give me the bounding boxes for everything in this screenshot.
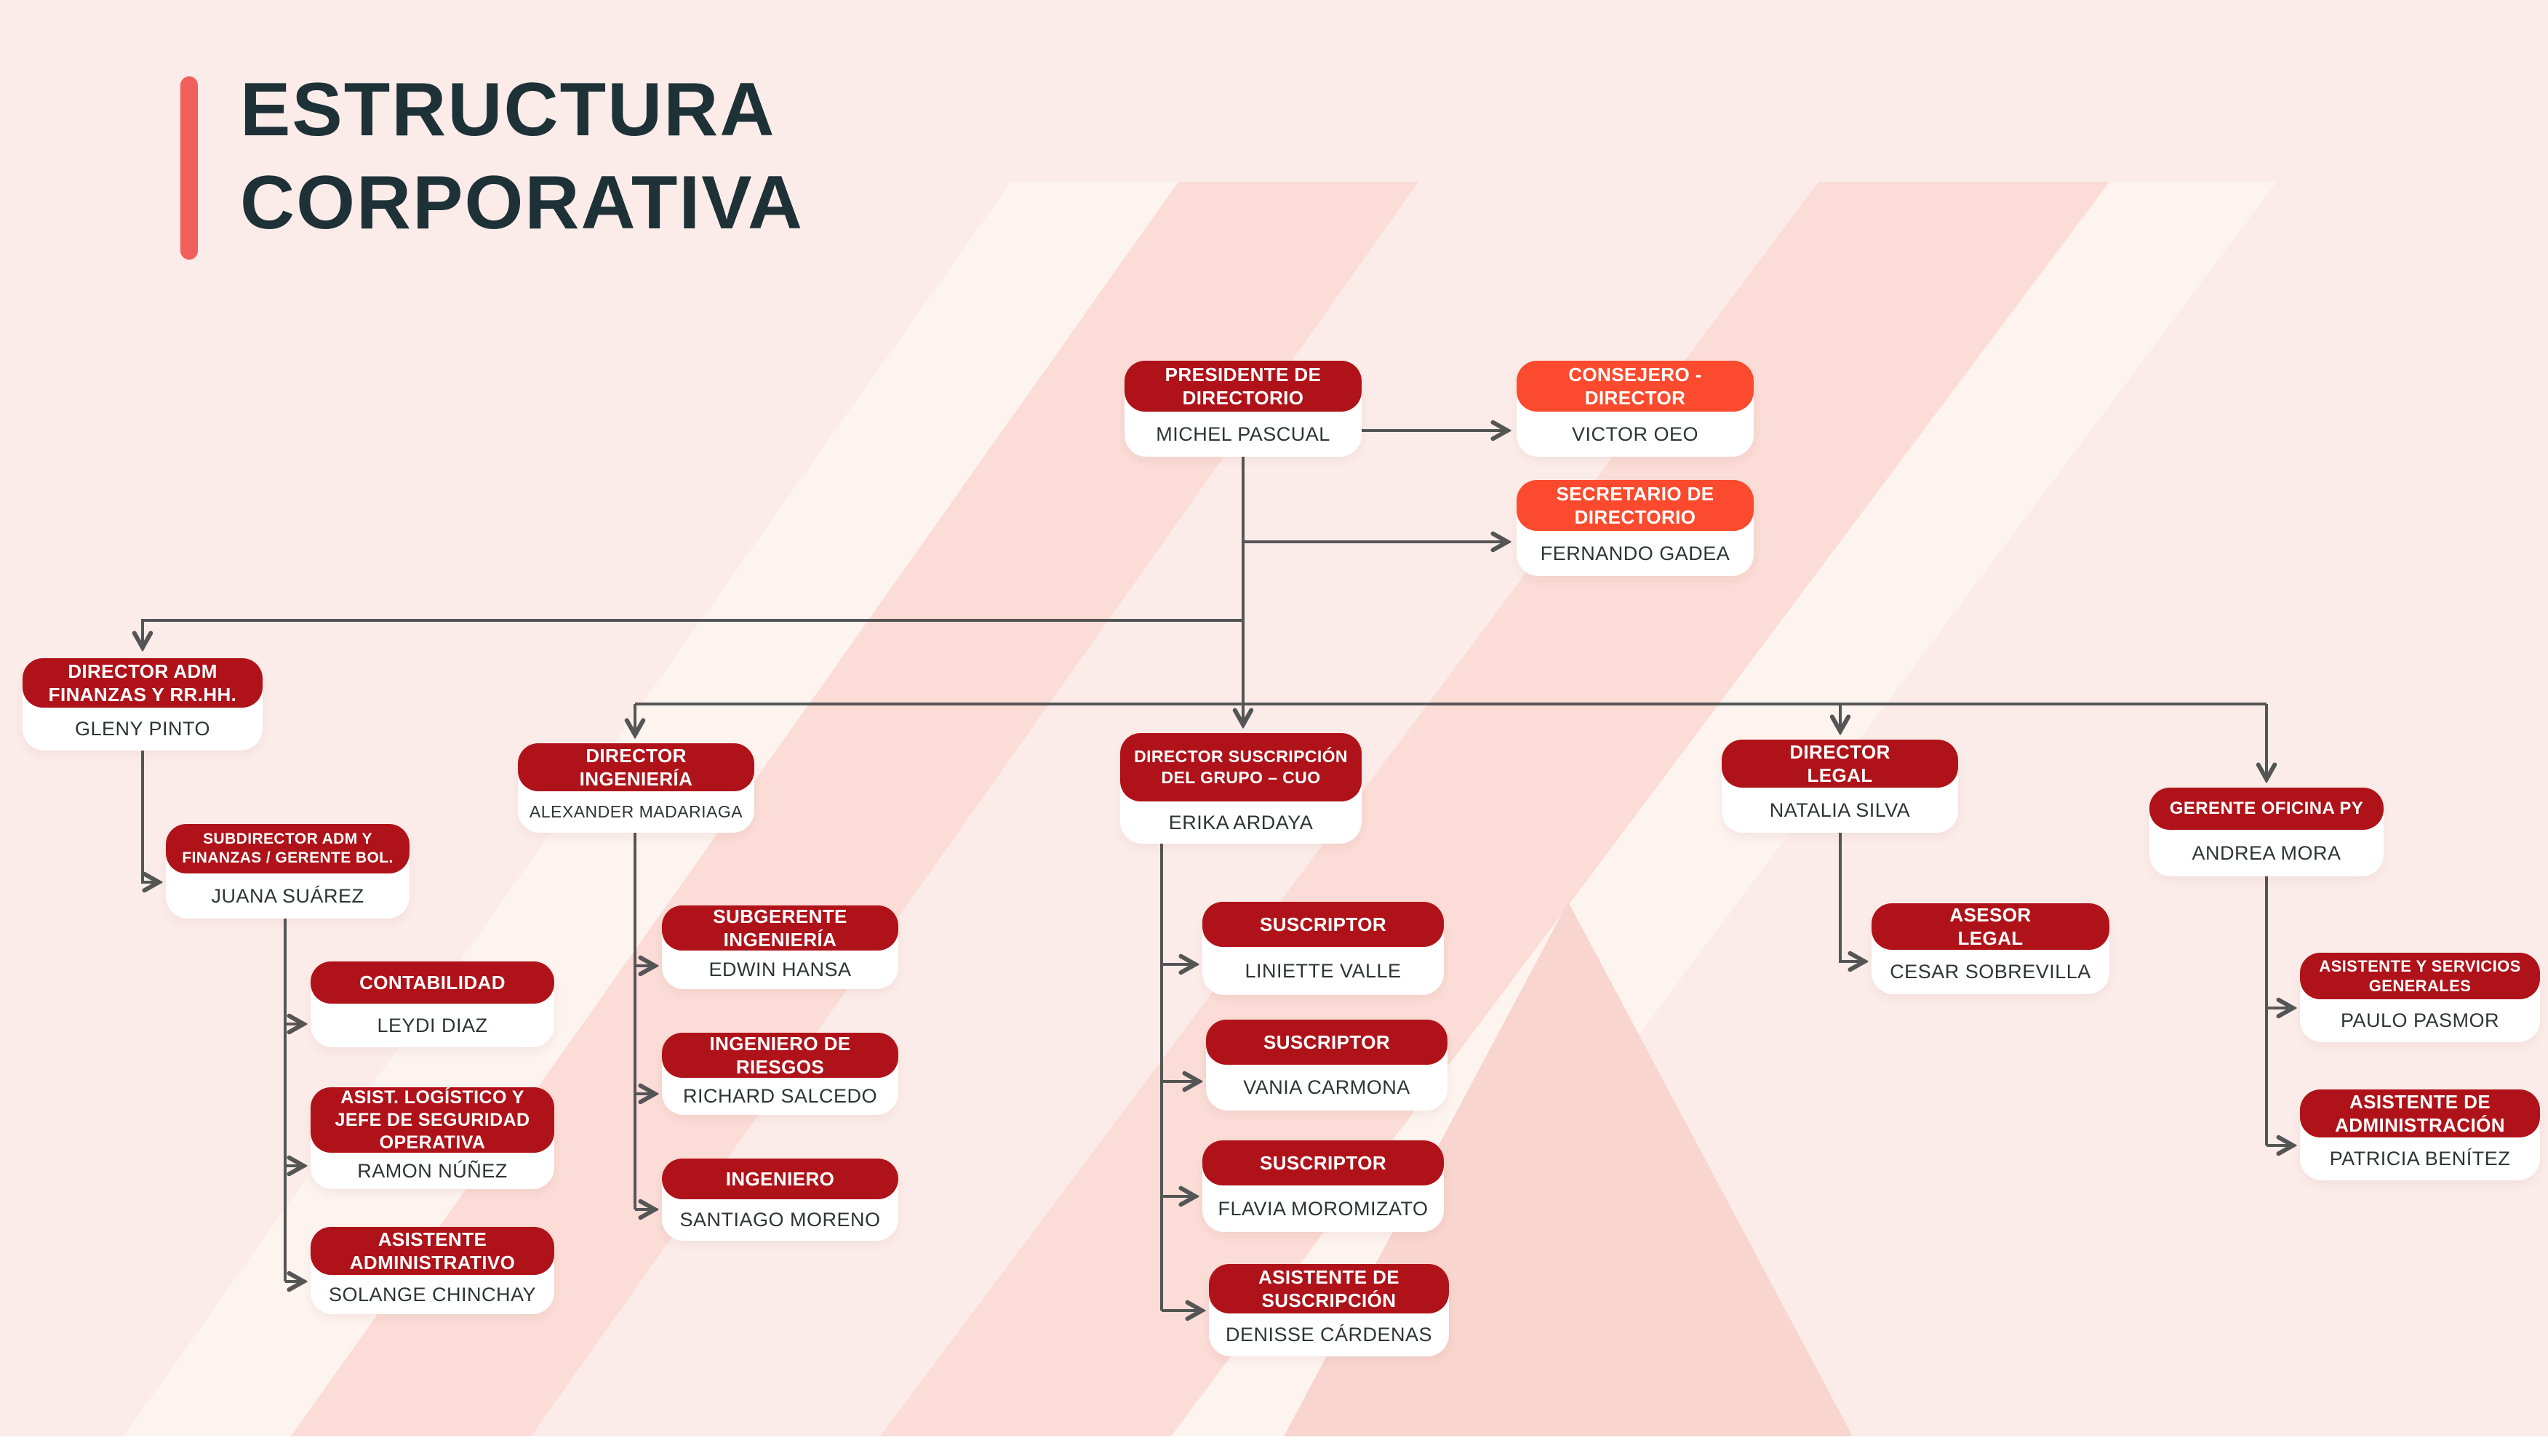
person-name: ERIKA ARDAYA <box>1168 811 1314 833</box>
person-name: JUANA SUÁREZ <box>211 884 364 907</box>
role-pill: DIRECTOR SUSCRIPCIÓN DEL GRUPO – CUO <box>1120 733 1362 801</box>
person-name: EDWIN HANSA <box>708 959 852 980</box>
org-node-dir-legal: DIRECTOR LEGAL NATALIA SILVA <box>1722 740 1958 833</box>
title-accent-bar <box>180 76 198 260</box>
org-node-suscriptor1: SUSCRIPTOR LINIETTE VALLE <box>1202 902 1444 995</box>
role-pill: SUSCRIPTOR <box>1206 1020 1447 1065</box>
person-name: SOLANGE CHINCHAY <box>328 1283 537 1305</box>
person-name: VICTOR OEO <box>1571 423 1699 445</box>
role-pill: INGENIERO <box>662 1159 898 1199</box>
role-title: GERENTE OFICINA PY <box>2169 799 2364 819</box>
role-title: ASISTENTE Y SERVICIOS GENERALES <box>2319 956 2521 995</box>
role-title: PRESIDENTE DE DIRECTORIO <box>1165 363 1322 409</box>
role-title: ASIST. LOGÍSTICO Y JEFE DE SEGURIDAD OPE… <box>335 1087 530 1153</box>
role-pill: CONSEJERO - DIRECTOR <box>1517 361 1754 412</box>
connector-gleny-juana <box>141 751 157 882</box>
person-name: ANDREA MORA <box>2192 841 2341 864</box>
org-node-ing-riesgos: INGENIERO DE RIESGOS RICHARD SALCEDO <box>662 1033 898 1115</box>
org-node-dir-adm: DIRECTOR ADM FINANZAS Y RR.HH. GLENY PIN… <box>23 658 263 751</box>
org-node-ingeniero: INGENIERO SANTIAGO MORENO <box>662 1159 898 1241</box>
role-title: SUBGERENTE INGENIERÍA <box>713 905 847 951</box>
role-title: INGENIERO <box>725 1167 835 1190</box>
role-title: INGENIERO DE RIESGOS <box>709 1032 851 1078</box>
person-name: ALEXANDER MADARIAGA <box>529 802 743 821</box>
role-title: CONTABILIDAD <box>359 971 506 993</box>
role-pill: DIRECTOR LEGAL <box>1722 740 1958 788</box>
role-pill: INGENIERO DE RIESGOS <box>662 1033 898 1078</box>
person-name: CESAR SOBREVILLA <box>1890 961 2091 983</box>
person-name: FLAVIA MOROMIZATO <box>1218 1197 1429 1220</box>
role-pill: ASISTENTE Y SERVICIOS GENERALES <box>2300 953 2540 999</box>
person-name: LINIETTE VALLE <box>1245 959 1402 982</box>
role-pill: ASISTENTE DE ADMINISTRACIÓN <box>2300 1089 2540 1137</box>
org-node-gerente-py: GERENTE OFICINA PY ANDREA MORA <box>2149 788 2384 876</box>
person-name: RICHARD SALCEDO <box>682 1085 878 1107</box>
role-title: SECRETARIO DE DIRECTORIO <box>1556 482 1714 528</box>
org-node-asistente-admin: ASISTENTE ADMINISTRATIVO SOLANGE CHINCHA… <box>311 1227 554 1314</box>
connector-rail-dir-adm <box>143 619 1243 646</box>
person-name: PATRICIA BENÍTEZ <box>2329 1148 2511 1169</box>
role-pill: SUBDIRECTOR ADM Y FINANZAS / GERENTE BOL… <box>166 824 410 873</box>
role-title: SUSCRIPTOR <box>1260 1151 1386 1174</box>
org-node-presidente: PRESIDENTE DE DIRECTORIO MICHEL PASCUAL <box>1125 361 1362 457</box>
role-title: DIRECTOR LEGAL <box>1789 740 1890 786</box>
role-pill: SECRETARIO DE DIRECTORIO <box>1517 480 1754 531</box>
org-node-dir-suscripcion: DIRECTOR SUSCRIPCIÓN DEL GRUPO – CUO ERI… <box>1120 733 1362 844</box>
org-node-suscriptor2: SUSCRIPTOR VANIA CARMONA <box>1206 1020 1447 1111</box>
role-title: SUSCRIPTOR <box>1260 913 1386 935</box>
role-pill: ASIST. LOGÍSTICO Y JEFE DE SEGURIDAD OPE… <box>311 1087 554 1153</box>
org-node-dir-ingenieria: DIRECTOR INGENIERÍA ALEXANDER MADARIAGA <box>518 743 754 833</box>
person-name: GLENY PINTO <box>74 718 211 740</box>
org-node-asist-admin-py: ASISTENTE DE ADMINISTRACIÓN PATRICIA BEN… <box>2300 1089 2540 1180</box>
person-name: LEYDI DIAZ <box>377 1014 488 1036</box>
role-title: SUSCRIPTOR <box>1263 1031 1390 1053</box>
org-node-suscriptor3: SUSCRIPTOR FLAVIA MOROMIZATO <box>1202 1140 1444 1232</box>
org-node-asist-suscripcion: ASISTENTE DE SUSCRIPCIÓN DENISSE CÁRDENA… <box>1209 1264 1449 1356</box>
org-node-contabilidad: CONTABILIDAD LEYDI DIAZ <box>311 961 554 1047</box>
person-name: MICHEL PASCUAL <box>1156 423 1330 445</box>
role-pill: ASISTENTE ADMINISTRATIVO <box>311 1227 554 1275</box>
person-name: FERNANDO GADEA <box>1540 542 1730 564</box>
role-pill: SUSCRIPTOR <box>1202 1140 1444 1185</box>
role-title: ASESOR LEGAL <box>1949 903 2032 949</box>
org-node-secretario: SECRETARIO DE DIRECTORIO FERNANDO GADEA <box>1517 480 1754 576</box>
role-pill: DIRECTOR INGENIERÍA <box>518 743 754 791</box>
role-pill: PRESIDENTE DE DIRECTORIO <box>1125 361 1362 412</box>
role-title: ASISTENTE ADMINISTRATIVO <box>349 1228 516 1273</box>
role-pill: ASISTENTE DE SUSCRIPCIÓN <box>1209 1264 1449 1313</box>
role-title: ASISTENTE DE ADMINISTRACIÓN <box>2335 1090 2505 1136</box>
role-pill: CONTABILIDAD <box>311 961 554 1004</box>
role-title: CONSEJERO - DIRECTOR <box>1568 363 1702 409</box>
person-name: PAULO PASMOR <box>2340 1009 2500 1031</box>
role-title: DIRECTOR ADM FINANZAS Y RR.HH. <box>48 660 237 705</box>
person-name: NATALIA SILVA <box>1769 799 1911 821</box>
role-pill: GERENTE OFICINA PY <box>2149 788 2384 830</box>
person-name: SANTIAGO MORENO <box>679 1209 881 1231</box>
role-title: ASISTENTE DE SUSCRIPCIÓN <box>1258 1265 1400 1311</box>
page-title: ESTRUCTURA CORPORATIVA <box>240 68 804 245</box>
role-title: SUBDIRECTOR ADM Y FINANZAS / GERENTE BOL… <box>182 830 394 866</box>
role-title: DIRECTOR INGENIERÍA <box>579 744 693 790</box>
org-node-subgerente: SUBGERENTE INGENIERÍA EDWIN HANSA <box>662 905 898 989</box>
org-node-subdirector: SUBDIRECTOR ADM Y FINANZAS / GERENTE BOL… <box>166 824 410 919</box>
role-pill: ASESOR LEGAL <box>1872 903 2109 950</box>
org-node-asist-servicios: ASISTENTE Y SERVICIOS GENERALES PAULO PA… <box>2300 953 2540 1042</box>
org-node-asist-logistico: ASIST. LOGÍSTICO Y JEFE DE SEGURIDAD OPE… <box>311 1087 554 1189</box>
person-name: RAMON NÚÑEZ <box>357 1159 508 1182</box>
connector-natalia-asesor <box>1839 833 1863 961</box>
role-pill: SUSCRIPTOR <box>1202 902 1444 947</box>
bottom-white-strip <box>0 1436 2548 1456</box>
role-pill: SUBGERENTE INGENIERÍA <box>662 905 898 951</box>
role-title: DIRECTOR SUSCRIPCIÓN DEL GRUPO – CUO <box>1134 747 1348 787</box>
role-pill: DIRECTOR ADM FINANZAS Y RR.HH. <box>23 658 263 708</box>
person-name: VANIA CARMONA <box>1243 1076 1410 1098</box>
org-node-asesor-legal: ASESOR LEGAL CESAR SOBREVILLA <box>1872 903 2109 994</box>
person-name: DENISSE CÁRDENAS <box>1225 1324 1433 1345</box>
org-node-consejero: CONSEJERO - DIRECTOR VICTOR OEO <box>1517 361 1754 457</box>
